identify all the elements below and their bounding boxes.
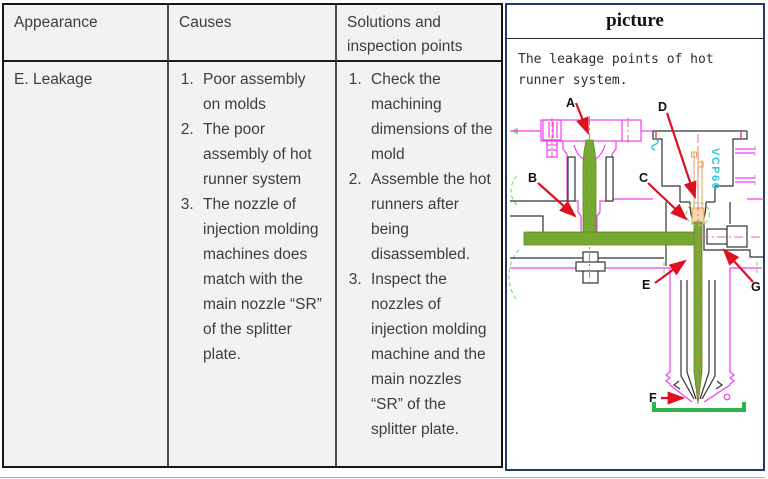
solutions-list: Check the machining dimensions of the mo… [347,67,493,442]
next-row-divider [0,477,765,478]
cause-item: Poor assembly on molds [198,67,327,117]
picture-panel-title: picture [507,5,763,39]
appearance-value: E. Leakage [14,71,93,88]
cell-appearance: E. Leakage [4,62,169,466]
solution-item: Inspect the nozzles of injection molding… [366,267,493,442]
cell-causes: Poor assembly on molds The poor assembly… [169,62,337,466]
solution-item: Assemble the hot runners after being dis… [366,167,493,267]
solution-item: Check the machining dimensions of the mo… [366,67,493,167]
picture-panel: picture The leakage points of hot runner… [505,3,765,471]
header-solutions: Solutions and inspection points [337,5,501,62]
defect-table: Appearance Causes Solutions and inspecti… [2,3,503,468]
cause-item: The poor assembly of hot runner system [198,117,327,192]
cell-solutions: Check the machining dimensions of the mo… [337,62,501,466]
causes-list: Poor assembly on molds The poor assembly… [179,67,327,367]
picture-caption: The leakage points of hot runner system. [518,52,714,88]
header-appearance: Appearance [4,5,169,62]
cause-item: The nozzle of injection molding machines… [198,192,327,367]
header-causes: Causes [169,5,337,62]
